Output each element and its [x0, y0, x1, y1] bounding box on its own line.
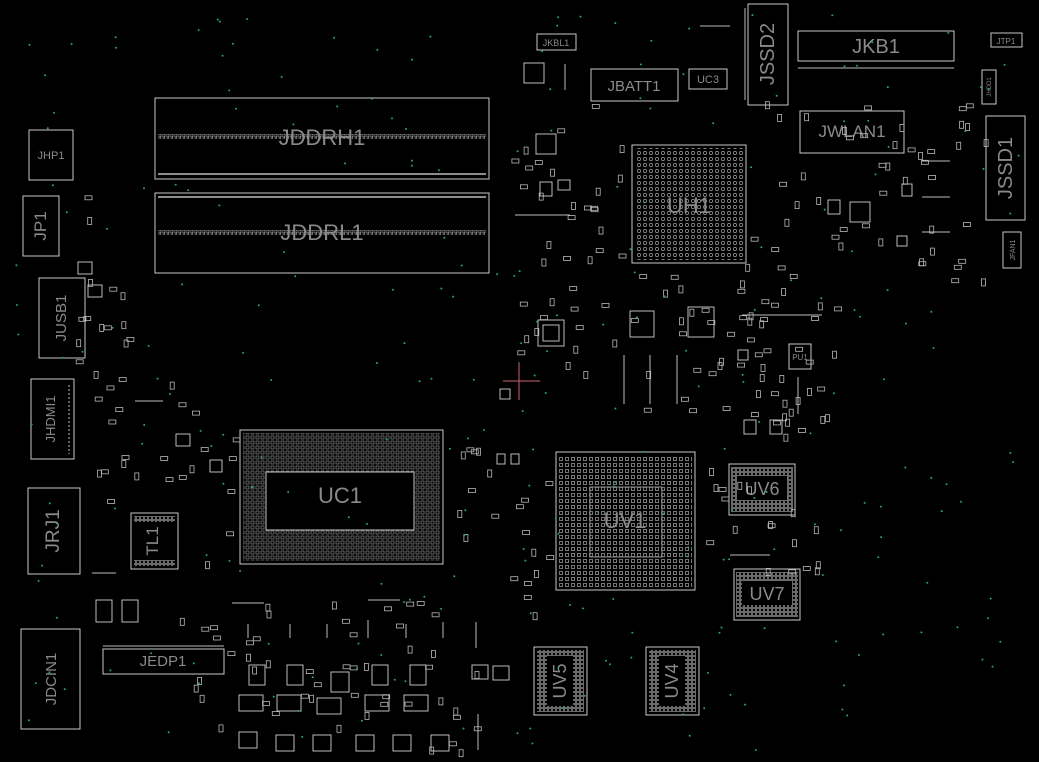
- uc3-label: UC3: [697, 74, 719, 86]
- jssd2-connector[interactable]: JSSD2: [744, 3, 789, 106]
- jdcin1-label: JDCIN1: [43, 653, 60, 706]
- uv7-label: UV7: [749, 584, 784, 604]
- jhp1-connector[interactable]: JHP1: [28, 129, 74, 181]
- jusb1-label: JUSB1: [53, 295, 70, 342]
- jdcin1-connector[interactable]: JDCIN1: [20, 628, 81, 730]
- jkbl1-label: JKBL1: [543, 38, 570, 48]
- uv4-chip[interactable]: UV4: [645, 646, 700, 716]
- jkbl1-connector[interactable]: JKBL1: [536, 33, 577, 51]
- jusb1-connector[interactable]: JUSB1: [38, 277, 86, 359]
- jwlan1-label: JWLAN1: [818, 122, 885, 141]
- jhdd1-connector[interactable]: JHDD1: [981, 69, 997, 105]
- passive-parts: [92, 25, 950, 750]
- uv7-chip[interactable]: UV7: [733, 568, 801, 621]
- jkb1-connector[interactable]: JKB1: [797, 30, 955, 69]
- jddrh1-socket[interactable]: JDDRH1: [154, 97, 490, 180]
- jrj1-label: JRJ1: [43, 509, 64, 552]
- jp1-connector[interactable]: JP1: [22, 195, 60, 257]
- jrj1-connector[interactable]: JRJ1: [27, 487, 81, 575]
- tl1-transformer[interactable]: TL1: [130, 512, 179, 570]
- uv6-label: UV6: [744, 479, 779, 499]
- jhdmi1-connector[interactable]: JHDMI1: [30, 378, 75, 460]
- jssd2-label: JSSD2: [757, 23, 779, 85]
- uv1-chip[interactable]: UV1: [555, 451, 696, 591]
- jp1-label: JP1: [31, 211, 50, 240]
- jddrl1-socket[interactable]: JDDRL1: [154, 192, 490, 274]
- jhp1-label: JHP1: [38, 150, 65, 162]
- jbatt1-label: JBATT1: [607, 78, 660, 95]
- jtp1-connector[interactable]: JTP1: [990, 32, 1023, 48]
- uc3-chip[interactable]: UC3: [688, 68, 728, 90]
- uv5-label: UV5: [550, 663, 570, 698]
- uc1-chip[interactable]: UC1: [239, 429, 444, 565]
- jfan1-label: JFAN1: [1010, 239, 1017, 260]
- jssd1-label: JSSD1: [995, 137, 1017, 199]
- jfan1-connector[interactable]: JFAN1: [1002, 231, 1022, 269]
- jhdd1-label: JHDD1: [987, 77, 993, 97]
- jedp1-label: JEDP1: [140, 653, 187, 670]
- tl1-label: TL1: [143, 526, 162, 555]
- jwlan1-connector[interactable]: JWLAN1: [799, 110, 905, 154]
- via-field: [15, 14, 1020, 751]
- pu1-label: PU1: [792, 353, 808, 362]
- uh1-label: UH1: [667, 193, 711, 218]
- capacitor-field: [75, 101, 989, 758]
- uv4-label: UV4: [662, 663, 682, 698]
- jkb1-label: JKB1: [852, 36, 900, 58]
- jddrl1-label: JDDRL1: [280, 220, 363, 245]
- jssd1-connector[interactable]: JSSD1: [985, 115, 1026, 221]
- uv5-chip[interactable]: UV5: [533, 646, 588, 716]
- cursor-crosshair: [503, 362, 540, 400]
- jhdmi1-label: JHDMI1: [43, 396, 58, 443]
- jbatt1-connector[interactable]: JBATT1: [590, 68, 679, 102]
- uc1-label: UC1: [318, 483, 362, 508]
- jedp1-connector[interactable]: JEDP1: [102, 645, 225, 675]
- uh1-chip[interactable]: UH1: [631, 144, 747, 264]
- pu1-chip[interactable]: PU1: [788, 343, 812, 370]
- uv6-chip[interactable]: UV6: [728, 463, 796, 516]
- jtp1-label: JTP1: [997, 37, 1016, 46]
- jddrh1-label: JDDRH1: [279, 125, 366, 150]
- uv1-label: UV1: [604, 508, 647, 533]
